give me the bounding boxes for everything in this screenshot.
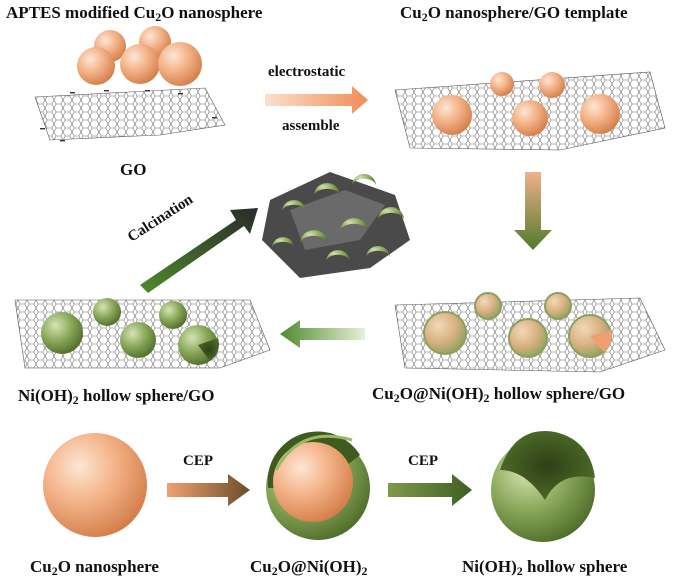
label-cu2o-nanosphere: Cu2O nanosphere bbox=[30, 557, 159, 578]
cep-arrow-2 bbox=[388, 474, 472, 506]
label-cep-1: CEP bbox=[183, 453, 213, 469]
go-sheet-top-left bbox=[34, 87, 226, 141]
cep-arrow-1 bbox=[167, 474, 250, 506]
label-electrostatic: electrostatic bbox=[268, 64, 346, 80]
label-assemble: assemble bbox=[282, 118, 340, 134]
down-arrow bbox=[514, 172, 552, 250]
label-aptes-modified: APTES modified Cu2O nanosphere bbox=[6, 3, 263, 24]
electrostatic-assemble-arrow bbox=[265, 86, 368, 114]
core-shell-large bbox=[266, 431, 370, 540]
calcined-3d-structure bbox=[262, 172, 410, 278]
label-cu2o-at-nioh2: Cu2O@Ni(OH)2 bbox=[250, 557, 368, 578]
label-ni-hollow-sphere: Ni(OH)2 hollow sphere bbox=[462, 557, 628, 578]
negative-charges bbox=[40, 90, 217, 142]
ni-hollow-large bbox=[491, 431, 595, 542]
label-ni-hollow-sphere-go: Ni(OH)2 hollow sphere/GO bbox=[18, 386, 215, 407]
aptes-cu2o-spheres bbox=[77, 26, 202, 86]
label-cep-2: CEP bbox=[408, 453, 438, 469]
ni-hollow-spheres-on-go bbox=[41, 298, 220, 365]
core-shell-spheres-on-go bbox=[423, 292, 612, 358]
label-cu2o-ni-hollow-sphere-go: Cu2O@Ni(OH)2 hollow sphere/GO bbox=[372, 384, 626, 405]
label-go: GO bbox=[120, 160, 147, 179]
label-nanosphere-go-template: Cu2O nanosphere/GO template bbox=[400, 3, 628, 24]
calcination-arrow bbox=[140, 208, 258, 293]
left-arrow bbox=[280, 320, 365, 348]
cu2o-large-sphere bbox=[43, 433, 147, 537]
template-cu2o-spheres bbox=[432, 72, 620, 136]
